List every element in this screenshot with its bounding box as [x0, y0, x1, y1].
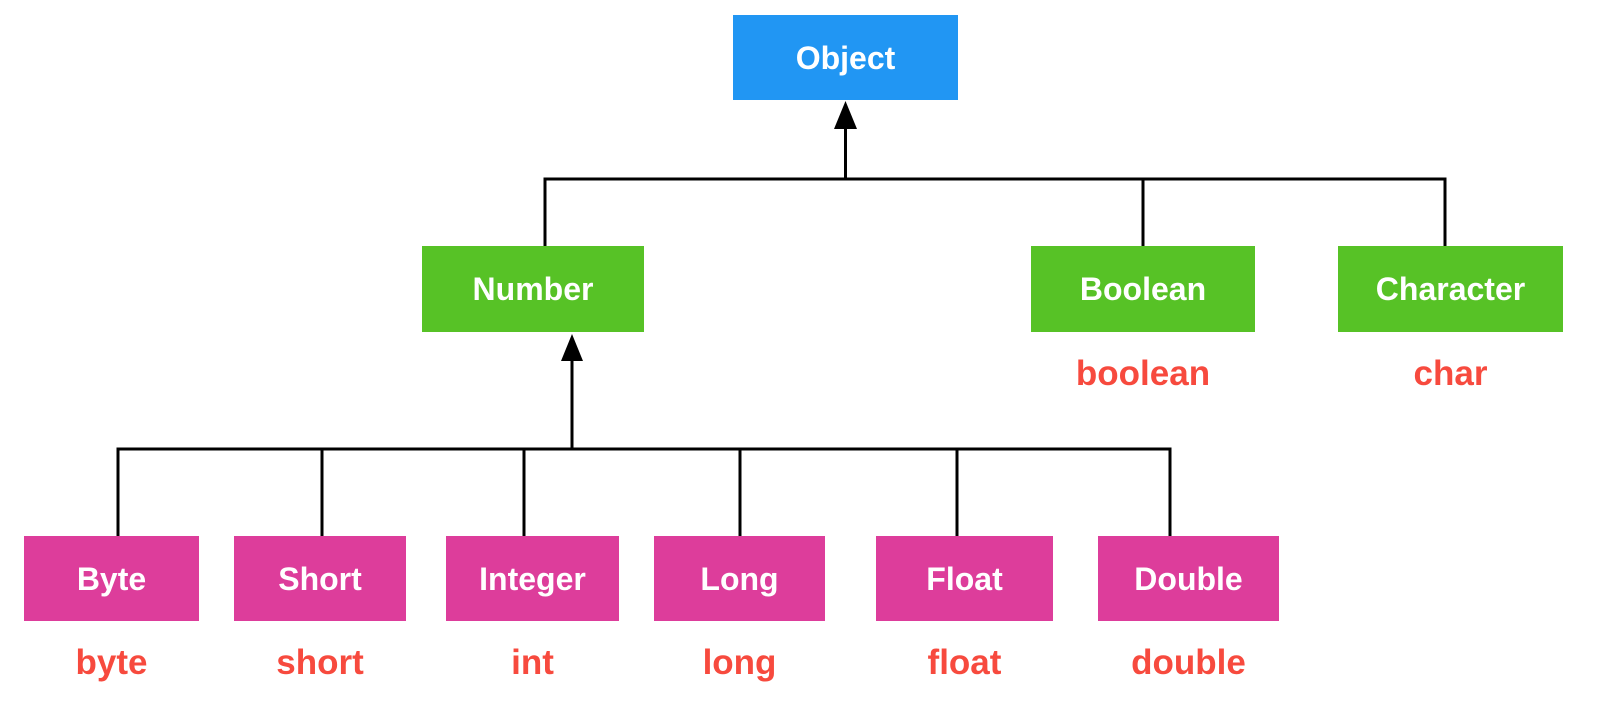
object-arrowhead-icon — [834, 101, 857, 129]
node-boolean: Boolean — [1031, 246, 1255, 332]
primitive-label-float: float — [927, 643, 1002, 682]
node-byte: Byte — [24, 536, 199, 621]
node-long: Long — [654, 536, 825, 621]
node-float: Float — [876, 536, 1053, 621]
primitive-label-int: int — [511, 643, 554, 682]
primitive-label-long: long — [702, 643, 777, 682]
primitive-label-char: char — [1413, 354, 1488, 393]
primitive-label-boolean: boolean — [1075, 354, 1211, 393]
node-integer: Integer — [446, 536, 619, 621]
number-children-connector — [116, 447, 1172, 536]
node-number: Number — [422, 246, 644, 332]
number-arrowhead-icon — [561, 334, 583, 361]
primitive-label-double: double — [1131, 643, 1246, 682]
primitive-label-short: short — [276, 643, 364, 682]
node-double: Double — [1098, 536, 1279, 621]
primitive-label-byte: byte — [75, 643, 148, 682]
node-short: Short — [234, 536, 406, 621]
node-character: Character — [1338, 246, 1563, 332]
node-object: Object — [733, 15, 958, 100]
object-children-connector — [543, 177, 1447, 246]
